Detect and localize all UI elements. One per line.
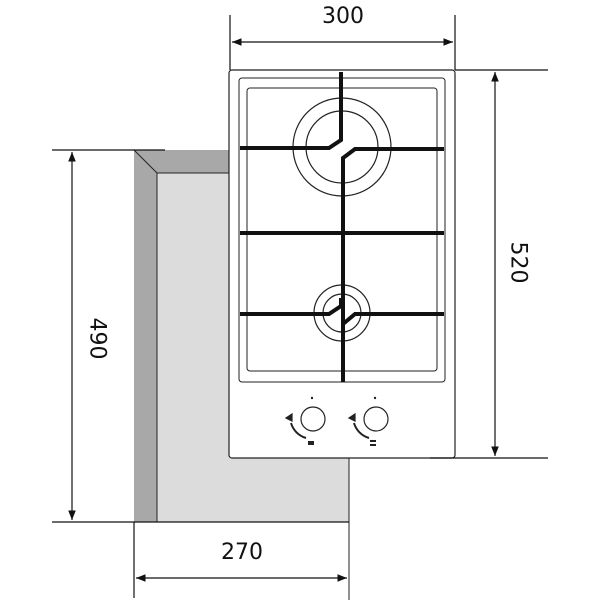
gas-hob (228, 69, 456, 459)
depth-490-label: 490 (84, 317, 110, 360)
width-270-label: 270 (221, 540, 263, 565)
control-knob-left (284, 396, 326, 445)
control-knob-right (347, 396, 389, 446)
depth-520-label: 520 (505, 241, 531, 284)
pan-support-grate (240, 72, 444, 382)
dimension-lines (52, 15, 548, 598)
width-300-label: 300 (322, 4, 364, 29)
